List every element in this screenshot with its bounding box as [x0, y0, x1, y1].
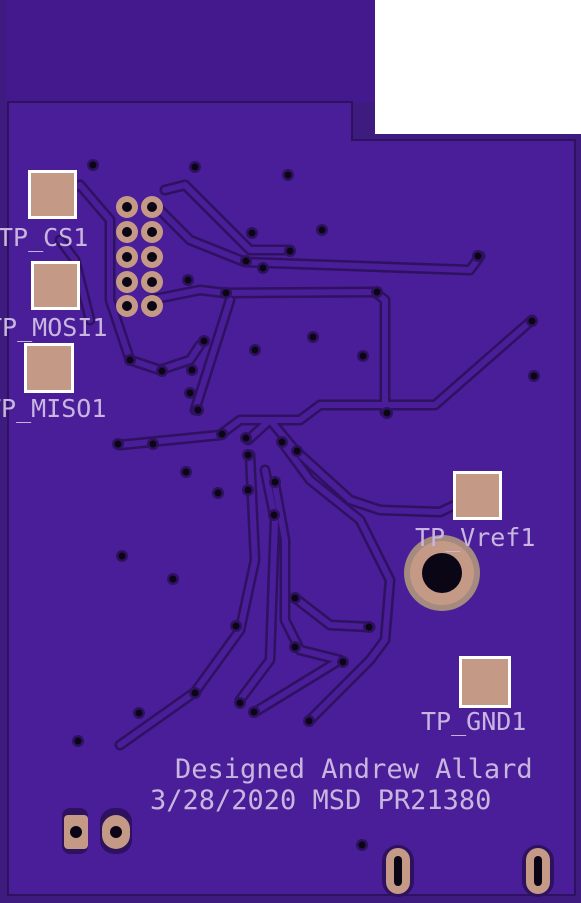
- via-drill: [242, 434, 250, 442]
- via-drill: [278, 438, 286, 446]
- via-drill: [158, 367, 166, 375]
- connector-pads: [62, 808, 132, 854]
- via-drill: [359, 352, 367, 360]
- tp-gnd1-label: TP_GND1: [421, 707, 526, 736]
- via-drill: [528, 317, 536, 325]
- via-drill: [169, 575, 177, 583]
- header-pin-drill: [122, 227, 132, 237]
- via-drill: [236, 699, 244, 707]
- via-drill: [218, 430, 226, 438]
- header-pin-drill: [122, 252, 132, 262]
- header-pin-drill: [147, 301, 157, 311]
- via-drill: [194, 406, 202, 414]
- tp-cs1-label: TP_CS1: [0, 223, 88, 252]
- via-drill: [259, 264, 267, 272]
- mounting-hole: [404, 535, 480, 611]
- via-drill: [291, 643, 299, 651]
- via-drill: [286, 247, 294, 255]
- via-drill: [191, 689, 199, 697]
- header-pin-drill: [147, 277, 157, 287]
- header-pin-drill: [122, 301, 132, 311]
- via-drill: [530, 372, 538, 380]
- via-drill: [191, 163, 199, 171]
- via-drill: [251, 346, 259, 354]
- tp-vref1: TP_Vref1: [415, 471, 535, 552]
- tp-mosi1: TP_MOSI1: [0, 261, 107, 342]
- tp-vref1-label: TP_Vref1: [415, 523, 535, 552]
- tp-cs1: TP_CS1: [0, 170, 88, 252]
- tp-miso1: TP_MISO1: [0, 343, 106, 423]
- via-drill: [184, 276, 192, 284]
- via-drill: [182, 468, 190, 476]
- header-pin-drill: [122, 202, 132, 212]
- via-drill: [188, 366, 196, 374]
- via-drill: [358, 841, 366, 849]
- via-drill: [373, 288, 381, 296]
- via-drill: [114, 440, 122, 448]
- via-drill: [186, 389, 194, 397]
- via-drill: [365, 623, 373, 631]
- via-drill: [293, 447, 301, 455]
- via-drill: [222, 289, 230, 297]
- via-drill: [89, 161, 97, 169]
- header-pin-drill: [122, 277, 132, 287]
- via-drill: [126, 356, 134, 364]
- header-pin-drill: [147, 202, 157, 212]
- pin-header-2x5: [116, 196, 163, 317]
- via-drill: [200, 337, 208, 345]
- via-drill: [309, 333, 317, 341]
- via-drill: [242, 257, 250, 265]
- header-pin-drill: [147, 252, 157, 262]
- via-drill: [271, 478, 279, 486]
- tp-gnd1: TP_GND1: [421, 656, 526, 736]
- via-drill: [118, 552, 126, 560]
- via-drill: [149, 440, 157, 448]
- via-drill: [244, 486, 252, 494]
- mounting-slots: [382, 845, 554, 897]
- copper-pour-top: [6, 0, 375, 102]
- via-holes: [72, 159, 540, 851]
- credit-line-1: Designed Andrew Allard: [175, 754, 533, 785]
- via-drill: [305, 717, 313, 725]
- via-drill: [383, 409, 391, 417]
- via-drill: [270, 511, 278, 519]
- via-drill: [74, 737, 82, 745]
- via-drill: [474, 252, 482, 260]
- via-drill: [318, 226, 326, 234]
- header-pin-drill: [147, 227, 157, 237]
- via-drill: [214, 489, 222, 497]
- via-drill: [244, 451, 252, 459]
- tp-miso1-label: TP_MISO1: [0, 394, 106, 423]
- via-drill: [339, 658, 347, 666]
- via-drill: [232, 622, 240, 630]
- board-cutout: [375, 0, 581, 134]
- via-drill: [135, 709, 143, 717]
- via-drill: [291, 594, 299, 602]
- tp-mosi1-label: TP_MOSI1: [0, 313, 107, 342]
- via-drill: [284, 171, 292, 179]
- via-drill: [250, 708, 258, 716]
- credit-line-2: 3/28/2020 MSD PR21380: [150, 785, 491, 816]
- via-drill: [248, 229, 256, 237]
